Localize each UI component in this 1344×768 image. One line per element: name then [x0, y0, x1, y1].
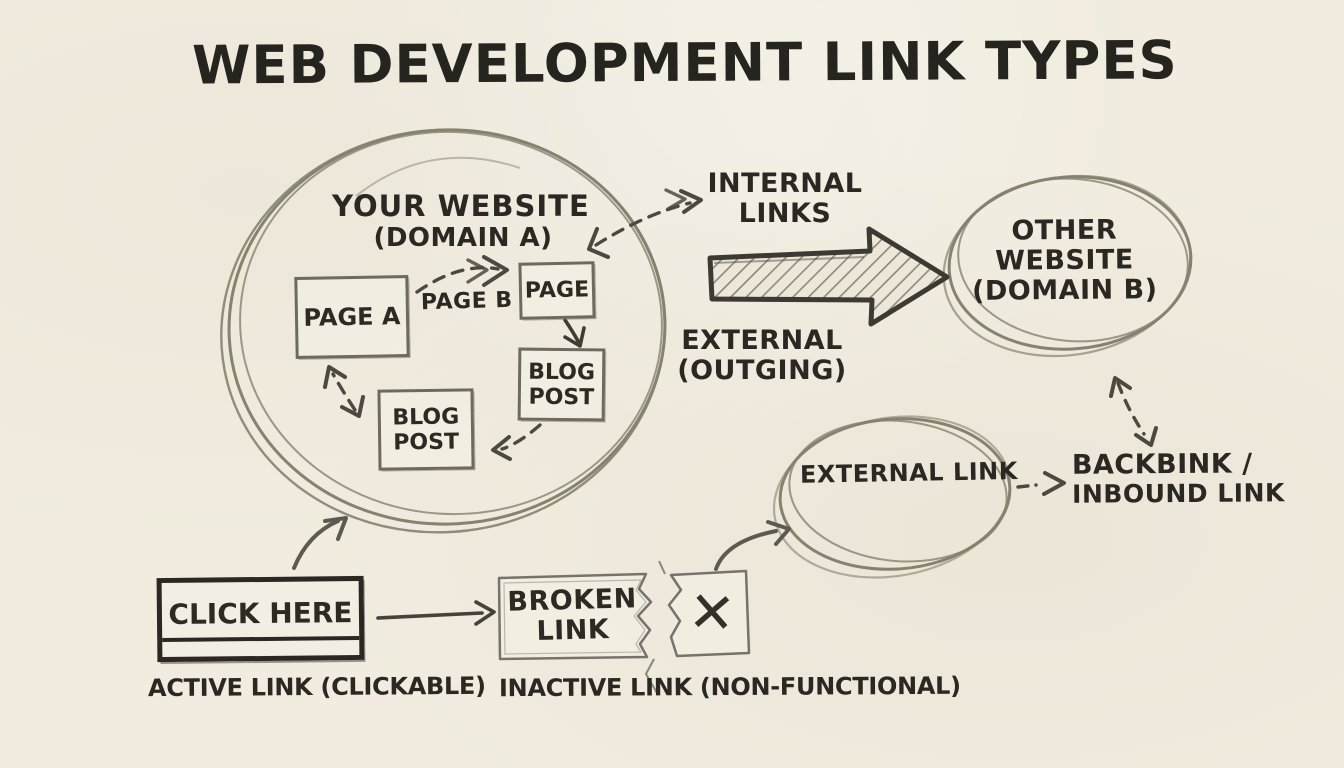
blog-post-1-line2: POST [528, 384, 595, 410]
backlink-line2: INBOUND LINK [1072, 478, 1285, 509]
broken-link-line1: BROKEN [507, 583, 638, 618]
external-link-ellipse [772, 415, 1012, 579]
other-website-line1: OTHER [1011, 214, 1118, 247]
page-box: PAGE [518, 261, 596, 320]
to-external-ellipse-arrow [714, 520, 791, 571]
external-outgoing-line1: EXTERNAL [681, 325, 843, 356]
other-website-line2: WEBSITE [995, 244, 1134, 277]
page-a-label: PAGE A [303, 302, 401, 332]
inactive-link-caption: INACTIVE LINK (NON-FUNCTIONAL) [498, 671, 961, 703]
backlink-line1: BACKBINK / [1071, 448, 1253, 481]
page-label: PAGE [524, 277, 590, 304]
page-a-box: PAGE A [294, 275, 410, 359]
your-website-domain-label: (DOMAIN A) [373, 223, 553, 253]
internal-links-label: INTERNAL LINKS [695, 168, 875, 230]
external-outgoing-arrow [707, 226, 950, 327]
your-website-circle [220, 128, 667, 534]
click-here-button: CLICK HERE [156, 575, 365, 663]
blog-post-2-line1: BLOG [392, 404, 460, 430]
backlink-label: BACKBINK / INBOUND LINK [1071, 448, 1285, 509]
active-link-arrow [376, 600, 496, 626]
blog-post-1-line1: BLOG [528, 359, 596, 385]
active-link-caption: ACTIVE LINK (CLICKABLE) [147, 671, 486, 703]
internal-links-line1: INTERNAL [707, 168, 863, 199]
external-link-label: EXTERNAL LINK [799, 456, 1019, 489]
other-website-line3: (DOMAIN B) [971, 274, 1158, 308]
blog-post-2-line2: POST [393, 429, 460, 455]
click-here-label: CLICK HERE [162, 595, 359, 643]
page-title: WEB DEVELOPMENT LINK TYPES [191, 30, 1178, 97]
external-outgoing-line2: (OUTGING) [677, 355, 847, 387]
to-circle-arrow [292, 516, 348, 570]
broken-link-line2: LINK [536, 614, 610, 648]
other-website-label: OTHER WEBSITE (DOMAIN B) [952, 215, 1178, 308]
page-to-blog-arrow [563, 318, 586, 348]
other-website-ellipse [942, 174, 1193, 358]
backlink-dashed-arrows [1016, 376, 1158, 496]
your-website-label: YOUR WEBSITE [332, 189, 590, 223]
broken-x-icon: ✕ [686, 579, 738, 648]
blog-post-box-2: BLOG POST [377, 388, 475, 471]
broken-link-torn-boxes [497, 560, 751, 694]
broken-link-label: BROKEN LINK [504, 583, 641, 648]
external-outgoing-label: EXTERNAL (OUTGING) [672, 325, 852, 387]
blog-post-box-1: BLOG POST [517, 347, 606, 422]
page-b-label: PAGE B [420, 287, 513, 316]
internal-links-dashed-arrows [323, 188, 703, 461]
internal-links-line2: LINKS [738, 198, 832, 230]
